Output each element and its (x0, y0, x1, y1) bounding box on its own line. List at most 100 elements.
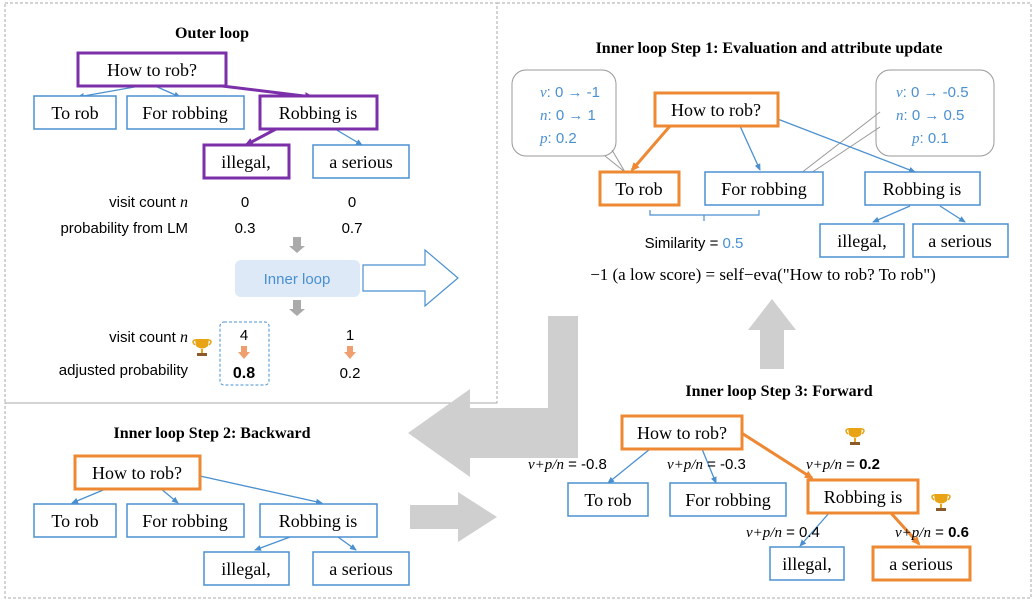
left-bubble-line-v: v: 0 → -1 (540, 84, 600, 101)
arrow-step2-to-step3 (410, 492, 497, 542)
outer-node-for-robbing: For robbing (126, 95, 245, 130)
trophy-icon-robbing-is (845, 428, 865, 445)
step3-node-a-serious: a serious (871, 545, 972, 582)
visit-count-label: visit count n (109, 194, 188, 211)
outer-node-for-robbing-label: For robbing (142, 103, 228, 123)
step1-node-a-serious-label: a serious (928, 231, 991, 251)
outer-node-a-serious: a serious (312, 144, 410, 179)
outer-node-robbing-is: Robbing is (258, 94, 379, 131)
adjusted-probability-a-serious: 0.2 (340, 365, 361, 382)
similarity-brace (649, 210, 760, 221)
step2-title: Inner loop Step 2: Backward (113, 425, 310, 442)
step3-node-robbing-is-label: Robbing is (824, 487, 903, 507)
trophy-icon (192, 339, 212, 356)
step1-node-a-serious: a serious (912, 223, 1009, 258)
inner-loop-label: Inner loop (264, 271, 331, 288)
adjusted-probability-label: adjusted probability (59, 362, 189, 379)
step1-node-illegal: illegal, (819, 223, 905, 258)
step2-node-for-robbing-label: For robbing (142, 511, 228, 531)
step2-node-robbing-is: Robbing is (259, 503, 378, 538)
step3-node-illegal-label: illegal, (782, 554, 831, 574)
step1-edges (630, 117, 966, 223)
step3-node-a-serious-label: a serious (889, 554, 952, 574)
step3-title: Inner loop Step 3: Forward (685, 383, 872, 400)
left-bubble-line-n: n: 0 → 1 (540, 107, 596, 124)
probability-illegal: 0.3 (235, 220, 256, 237)
down-arrow-to-inner-loop (289, 237, 305, 253)
step3-node-to-rob: To rob (567, 482, 649, 517)
selected-child-highlight (219, 321, 270, 386)
score-robbing-is: v+p/n = 0.2 (806, 456, 880, 473)
visit-count-a-serious-2: 1 (346, 327, 354, 344)
down-arrow-from-inner-loop (289, 300, 305, 316)
probability-label: probability from LM (60, 220, 188, 237)
outer-node-illegal-label: illegal, (221, 152, 270, 172)
step1-node-robbing-is-label: Robbing is (883, 179, 962, 199)
step2-node-for-robbing: For robbing (126, 503, 245, 538)
score-for-robbing: v+p/n = -0.3 (667, 456, 746, 473)
probability-a-serious: 0.7 (342, 220, 363, 237)
outer-loop-title: Outer loop (175, 25, 249, 42)
step2-node-to-rob: To rob (33, 503, 117, 538)
step3-node-to-rob-label: To rob (584, 490, 631, 510)
step2-panel (4, 402, 497, 599)
similarity-text: Similarity = 0.5 (645, 235, 744, 252)
outer-node-robbing-is-label: Robbing is (279, 103, 358, 123)
adjusted-probability-illegal: 0.8 (233, 365, 255, 382)
step2-node-root-label: How to rob? (92, 463, 182, 483)
step3-node-robbing-is: Robbing is (806, 478, 920, 515)
outer-node-to-rob-label: To rob (51, 103, 98, 123)
step3-node-for-robbing-label: For robbing (685, 490, 771, 510)
l-arrow-to-step2 (408, 316, 578, 477)
outer-node-root-label: How to rob? (107, 60, 197, 80)
decrease-arrow-a-serious (344, 346, 356, 359)
step1-node-to-rob: To rob (598, 170, 681, 207)
step2-node-illegal: illegal, (203, 551, 290, 586)
outer-nodes: How to rob? To rob For robbing Robbing i… (33, 51, 410, 180)
step3-edges (607, 430, 921, 547)
step3-node-illegal: illegal, (769, 546, 845, 581)
step1-nodes: How to rob? To rob For robbing Robbing i… (598, 91, 1009, 258)
up-arrow-step3-to-step1 (748, 299, 796, 369)
score-illegal: v+p/n = 0.4 (746, 524, 820, 541)
step2-node-to-rob-label: To rob (51, 511, 98, 531)
step1-node-illegal-label: illegal, (837, 231, 886, 251)
step1-title: Inner loop Step 1: Evaluation and attrib… (596, 40, 943, 57)
score-a-serious: v+p/n = 0.6 (895, 524, 969, 541)
inner-loop-pill: Inner loop (235, 260, 360, 297)
visit-count-label-2: visit count n (109, 329, 188, 346)
right-bubble-line-p: p: 0.1 (911, 130, 949, 147)
step1-node-for-robbing: For robbing (704, 171, 824, 206)
step1-node-to-rob-label: To rob (615, 179, 662, 199)
trophy-icon-a-serious (931, 494, 951, 511)
step1-step3-panel (497, 2, 1032, 599)
hollow-arrow-to-step1 (362, 248, 459, 308)
right-bubble-line-v: v: 0 → -0.5 (896, 84, 969, 101)
step3-node-root: How to rob? (620, 414, 744, 451)
step2-node-robbing-is-label: Robbing is (279, 511, 358, 531)
step1-node-for-robbing-label: For robbing (721, 179, 807, 199)
step2-node-illegal-label: illegal, (221, 559, 270, 579)
step3-nodes: How to rob? To rob For robbing Robbing i… (567, 414, 972, 582)
step3-node-for-robbing: For robbing (669, 482, 787, 517)
outer-node-a-serious-label: a serious (329, 152, 392, 172)
visit-count-illegal: 0 (241, 194, 249, 211)
step1-node-robbing-is: Robbing is (864, 171, 981, 206)
left-attribute-bubble: v: 0 → -1 n: 0 → 1 p: 0.2 (511, 69, 626, 173)
outer-node-to-rob: To rob (33, 95, 117, 130)
step2-nodes: How to rob? To rob For robbing Robbing i… (33, 454, 410, 586)
step2-node-a-serious: a serious (312, 551, 410, 586)
outer-node-root: How to rob? (76, 51, 228, 88)
left-bubble-line-p: p: 0.2 (539, 130, 577, 147)
visit-count-a-serious: 0 (348, 194, 356, 211)
step3-node-root-label: How to rob? (637, 423, 727, 443)
panel-borders (4, 2, 1032, 599)
step1-node-root: How to rob? (653, 91, 780, 128)
decrease-arrow-illegal (238, 346, 250, 359)
step2-node-a-serious-label: a serious (329, 559, 392, 579)
outer-node-illegal: illegal, (202, 143, 291, 180)
self-eval-formula: −1 (a low score) = self−eva("How to rob?… (590, 265, 936, 284)
visit-count-illegal-2: 4 (240, 327, 248, 344)
right-bubble-line-n: n: 0 → 0.5 (896, 107, 964, 124)
